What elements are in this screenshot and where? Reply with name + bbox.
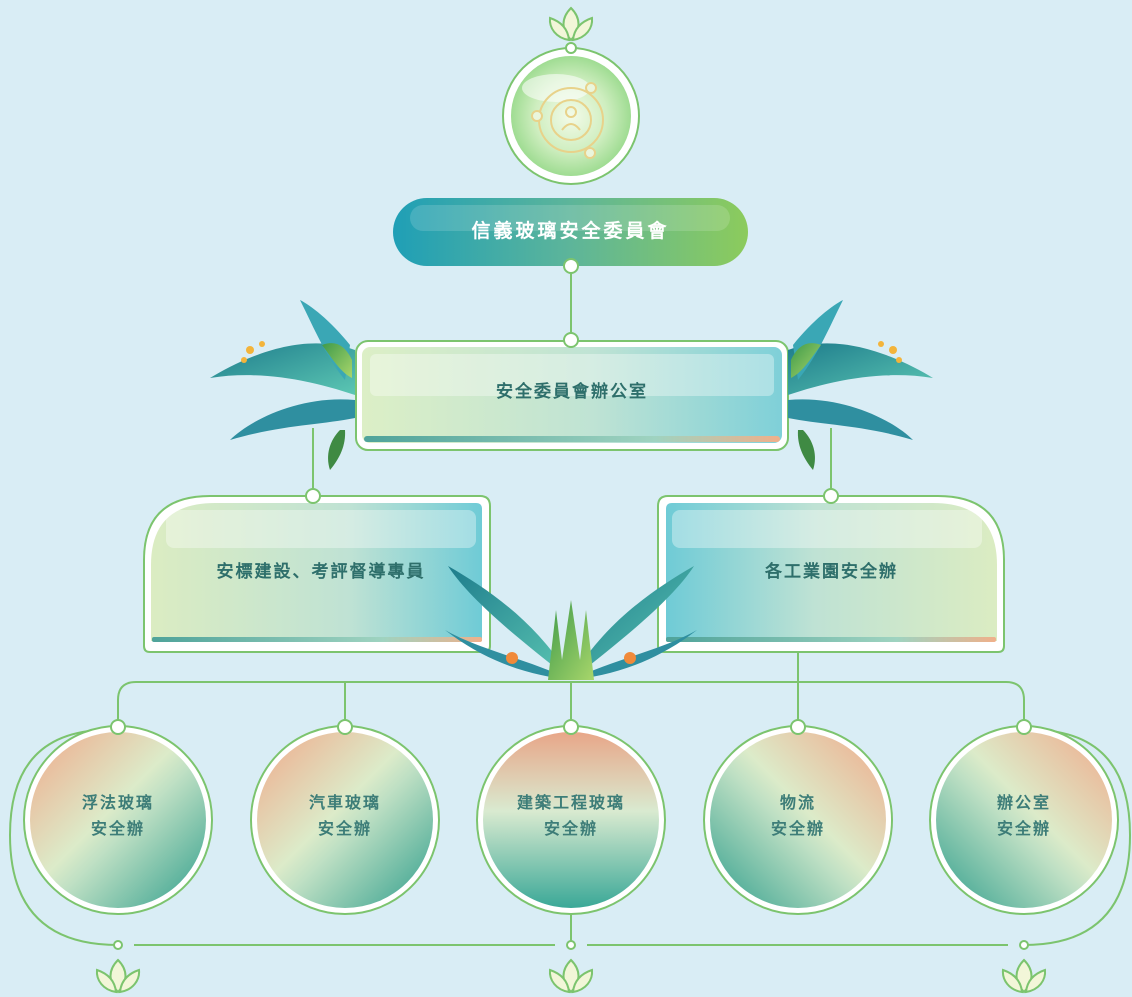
unit-3-dept: 安全辦 [543,819,598,838]
unit-circle-2 [250,725,440,915]
left-branch-label: 安標建設、考評督導專員 [216,562,426,582]
unit-3-name: 建築工程玻璃 [516,793,625,812]
leaf-decoration-left [210,300,355,470]
unit-label-4: 物流 安全辦 [713,790,883,842]
unit-2-dept: 安全辦 [317,819,372,838]
unit-label-5: 辦公室 安全辦 [939,790,1109,842]
sprout-icon-top [548,6,594,42]
connector-lines [8,48,1132,946]
unit-5-name: 辦公室 [996,793,1051,812]
title-bar [393,198,748,266]
unit-circle-3 [476,725,666,915]
sprout-icon-left [95,958,141,994]
connector-dots [110,42,1032,950]
sprout-icon-center [548,958,594,994]
unit-4-name: 物流 [779,793,816,812]
unit-5-dept: 安全辦 [996,819,1051,838]
leaf-decoration-right [788,300,933,470]
unit-1-name: 浮法玻璃 [81,793,154,812]
unit-label-1: 浮法玻璃 安全辦 [33,790,203,842]
unit-label-3: 建築工程玻璃 安全辦 [486,790,656,842]
office-box [355,340,789,451]
unit-label-2: 汽車玻璃 安全辦 [260,790,430,842]
people-network-icon [531,82,604,159]
unit-circle-1 [23,725,213,915]
unit-circle-5 [929,725,1119,915]
unit-2-name: 汽車玻璃 [308,793,381,812]
unit-1-dept: 安全辦 [90,819,145,838]
title-label: 信義玻璃安全委員會 [471,220,670,242]
unit-4-dept: 安全辦 [770,819,825,838]
office-label: 安全委員會辦公室 [496,382,648,402]
sprout-icon-right [1001,958,1047,994]
leaf-decoration-center [445,566,697,680]
left-branch-box [143,495,491,653]
right-branch-box [657,495,1005,653]
top-orb [502,47,640,185]
right-branch-label: 各工業園安全辦 [765,562,898,582]
unit-circle-4 [703,725,893,915]
